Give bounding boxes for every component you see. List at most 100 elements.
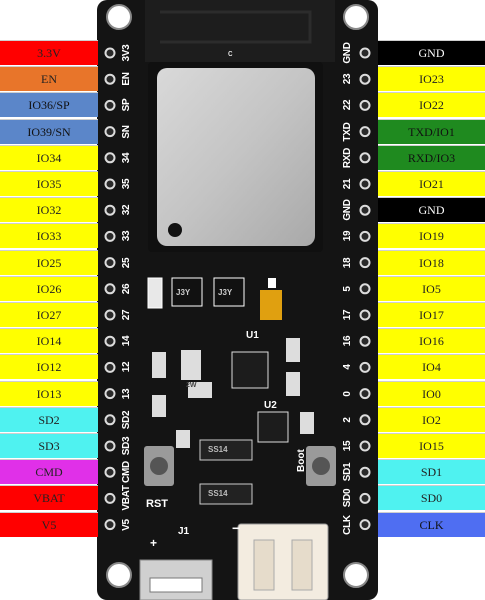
diode-b-label: SS14	[208, 489, 228, 498]
right-pin-hole-4	[359, 152, 371, 164]
right-pin-hole-9	[359, 283, 371, 295]
rst-button-cap	[150, 457, 168, 475]
right-pin-label-4: RXD/IO3	[378, 144, 485, 170]
right-pin-label-14: IO2	[378, 406, 485, 432]
right-pin-hole-17	[359, 492, 371, 504]
left-pin-label-17: VBAT	[0, 485, 98, 511]
right-pin-hole-8	[359, 257, 371, 269]
cap-h	[176, 430, 190, 448]
left-pin-label-13: IO13	[0, 380, 98, 406]
left-pin-label-10: IO27	[0, 302, 98, 327]
u2-label: U2	[264, 400, 277, 411]
left-pin-label-6: IO32	[0, 197, 98, 223]
right-pin-hole-12	[359, 361, 371, 373]
left-pin-hole-7	[104, 230, 116, 242]
right-pin-label-17: SD0	[378, 485, 485, 511]
left-pin-label-8: IO25	[0, 249, 98, 275]
mounting-hole-bottom-right	[343, 562, 369, 588]
right-pin-hole-1	[359, 73, 371, 85]
right-pin-silk-12: 4	[342, 364, 353, 371]
right-pin-label-15: IO15	[378, 433, 485, 458]
left-pin-label-12: IO12	[0, 354, 98, 380]
left-pin-hole-11	[104, 335, 116, 347]
left-pin-silk-17: VBAT	[121, 485, 132, 512]
left-pin-silk-2: SP	[121, 99, 132, 112]
mounting-hole-top-right	[343, 4, 369, 30]
cap-b	[152, 352, 166, 378]
regulator-a	[171, 277, 203, 307]
left-pin-label-0: 3.3V	[0, 40, 98, 65]
minus-sign: −	[232, 520, 241, 536]
boot-label: Boot	[296, 449, 307, 472]
right-pin-label-11: IO16	[378, 328, 485, 354]
right-pin-silk-17: SD0	[342, 489, 353, 508]
right-pin-label-2: IO22	[378, 92, 485, 118]
right-pin-label-0: GND	[378, 40, 485, 65]
left-pin-hole-12	[104, 361, 116, 373]
right-pin-hole-10	[359, 309, 371, 321]
right-pin-silk-7: 19	[342, 231, 353, 242]
right-pin-label-3: TXD/IO1	[378, 118, 485, 144]
left-pin-hole-4	[104, 152, 116, 164]
cap-mark	[268, 278, 276, 288]
usb-uart-chip	[231, 351, 269, 389]
left-pin-silk-7: 33	[121, 231, 132, 242]
left-pin-label-5: IO35	[0, 171, 98, 196]
left-pin-hole-13	[104, 388, 116, 400]
right-pin-hole-14	[359, 414, 371, 426]
left-pin-label-15: SD3	[0, 433, 98, 458]
right-pin-hole-13	[359, 388, 371, 400]
right-pin-hole-18	[359, 519, 371, 531]
left-pin-hole-15	[104, 440, 116, 452]
right-pin-label-13: IO0	[378, 380, 485, 406]
right-pin-hole-6	[359, 204, 371, 216]
cap-mark-label: 2W	[186, 382, 197, 389]
mounting-hole-bottom-left	[106, 562, 132, 588]
j1-label: J1	[178, 526, 190, 537]
right-pin-hole-16	[359, 466, 371, 478]
right-pin-hole-0	[359, 47, 371, 59]
right-pin-label-16: SD1	[378, 459, 485, 485]
regulator-b	[213, 277, 245, 307]
left-pin-hole-8	[104, 257, 116, 269]
diode-b	[199, 483, 253, 505]
right-pin-label-6: GND	[378, 197, 485, 223]
left-pin-label-2: IO36/SP	[0, 92, 98, 118]
left-pin-label-14: SD2	[0, 406, 98, 432]
right-pin-hole-5	[359, 178, 371, 190]
left-pin-silk-12: 12	[121, 362, 132, 373]
cap-g	[300, 412, 314, 434]
left-pin-label-3: IO39/SN	[0, 118, 98, 144]
plus-sign: +	[150, 536, 158, 550]
left-pin-hole-9	[104, 283, 116, 295]
left-pin-label-18: V5	[0, 511, 98, 537]
left-pin-hole-10	[104, 309, 116, 321]
left-pin-label-16: CMD	[0, 459, 98, 485]
left-pin-label-4: IO34	[0, 144, 98, 170]
left-pin-hole-6	[104, 204, 116, 216]
left-pin-label-7: IO33	[0, 223, 98, 249]
right-pin-hole-3	[359, 126, 371, 138]
right-pin-label-18: CLK	[378, 511, 485, 537]
battery-connector	[237, 523, 329, 600]
left-pin-hole-17	[104, 492, 116, 504]
left-pin-hole-16	[104, 466, 116, 478]
right-pin-hole-7	[359, 230, 371, 242]
cap-c	[152, 395, 166, 417]
right-pin-label-5: IO21	[378, 171, 485, 196]
right-pin-hole-15	[359, 440, 371, 452]
left-pin-hole-14	[104, 414, 116, 426]
left-pin-hole-2	[104, 99, 116, 111]
cap-d	[188, 382, 212, 398]
diode-a-label: SS14	[208, 445, 228, 454]
left-pin-hole-3	[104, 126, 116, 138]
right-pin-label-7: IO19	[378, 223, 485, 249]
left-pin-silk-18: V5	[121, 518, 132, 531]
left-pin-hole-0	[104, 47, 116, 59]
cap-f	[286, 372, 300, 396]
module-logo: c	[228, 48, 233, 58]
right-pin-hole-2	[359, 99, 371, 111]
right-pin-hole-11	[359, 335, 371, 347]
